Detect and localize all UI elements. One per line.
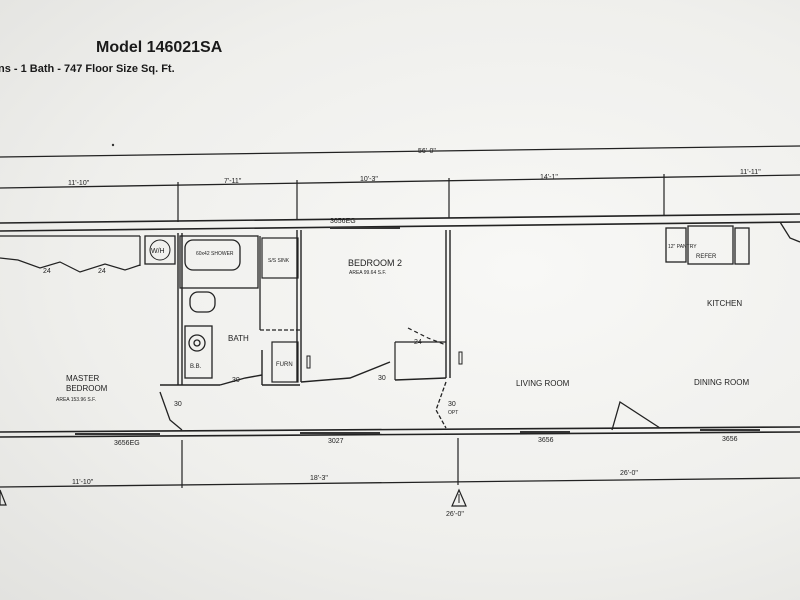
master-label-2: BEDROOM [66,384,108,393]
bedroom2-label: BEDROOM 2 [348,258,402,268]
bedroom2-area: AREA 99.64 S.F. [349,270,386,276]
bottom-dimension-line [0,477,800,488]
left-marker-icon [0,489,7,506]
refer-label: REFER [696,254,717,260]
bottom-dimension-2: 18'-3" [310,475,328,482]
overall-dimension-line [0,145,800,158]
closet-door-24-c: 24 [414,339,422,346]
sink-label: S/S SINK [268,258,290,264]
living-room-label: LIVING ROOM [516,379,570,388]
master-area: AREA 153.96 S.F. [56,397,96,403]
top-dimension-2: 7'-11" [224,178,242,185]
furnace-label: FURN [276,362,293,368]
bottom-window-label-2: 3027 [328,438,344,445]
water-heater-label: W/H [151,248,165,255]
tub-label: 60x42 SHOWER [196,251,234,257]
closet-door-24-b: 24 [98,268,106,275]
kitchen-label: KITCHEN [707,299,742,308]
master-label-1: MASTER [66,374,100,383]
bb-label: B.B. [190,364,202,370]
overall-dimension-label: 56'-0" [418,148,436,155]
bedroom2-walls [296,230,451,383]
door-30-d: 30 [448,401,456,408]
model-subtitle: ns - 1 Bath - 747 Floor Size Sq. Ft. [0,63,175,75]
marker-label: 26'-0" [446,511,464,518]
door-30-c: 30 [378,375,386,382]
exterior-bottom-wall [0,426,800,438]
door-30-b: 30 [174,401,182,408]
pantry-label: 12" PANTRY [668,244,697,250]
bottom-window-label-3: 3656 [538,437,554,444]
bottom-dimension-1: 11'-10" [72,479,94,486]
bottom-dimension-3: 26'-0" [620,470,638,477]
model-title: Model 146021SA [96,39,223,56]
closet-door-24-a: 24 [43,268,51,275]
top-window-label: 3656EG [330,218,356,225]
door-30-a: 30 [232,377,240,384]
dining-room-label: DINING ROOM [694,378,749,387]
bottom-window-label-1: 3656EG [114,440,140,447]
top-dimension-3: 10'-3" [360,176,378,183]
marker-triangle-icon [451,488,467,507]
furnace [271,341,299,383]
sink-cabinet [261,237,299,279]
top-dimension-5: 11'-11" [740,169,761,176]
opt-label: OPT [448,410,458,416]
exterior-top-wall [0,213,800,232]
segment-dimension-line [0,174,800,189]
bath-label: BATH [228,334,249,343]
master-closet [0,235,141,273]
kitchen-cabinets [665,221,800,265]
top-dimension-1: 11'-10" [68,180,90,187]
water-heater [144,235,176,265]
bottom-window-label-4: 3656 [722,436,738,443]
bedroom2-closet [394,327,447,380]
top-dimension-4: 14'-1" [540,174,558,181]
bath-fixtures [179,235,300,379]
